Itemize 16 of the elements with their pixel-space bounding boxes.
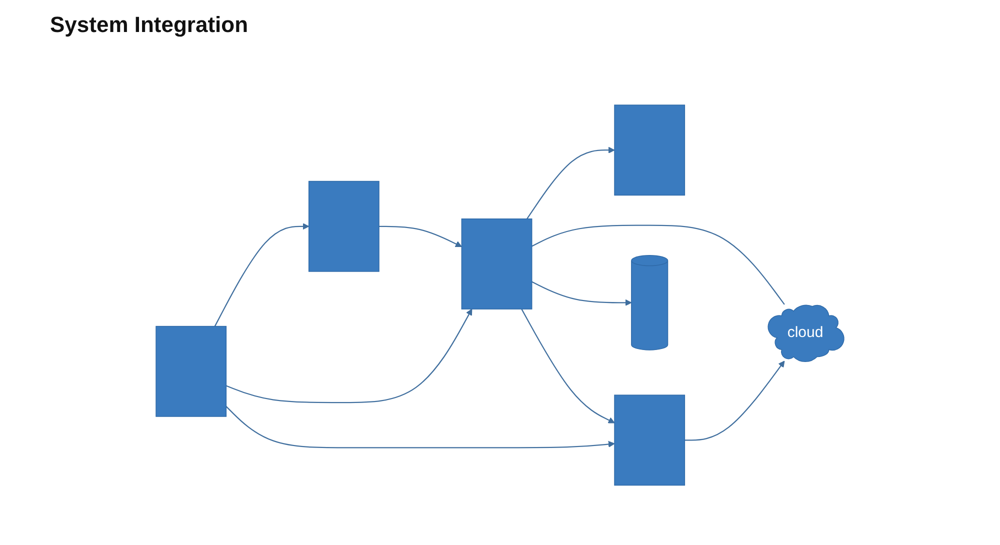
arrow <box>214 222 310 326</box>
node-box <box>308 180 380 272</box>
arrow <box>226 308 472 403</box>
node-box <box>461 218 532 310</box>
arrow <box>684 360 785 441</box>
diagram-title: System Integration <box>50 12 248 38</box>
arrow <box>526 146 615 220</box>
arrow <box>226 406 615 448</box>
arrow <box>521 308 615 424</box>
arrow <box>379 226 462 247</box>
node-box <box>614 394 686 486</box>
arrow <box>532 281 632 306</box>
node-box <box>156 326 227 417</box>
node-box <box>614 104 686 196</box>
connector <box>532 224 785 305</box>
node-cylinder <box>631 254 668 350</box>
